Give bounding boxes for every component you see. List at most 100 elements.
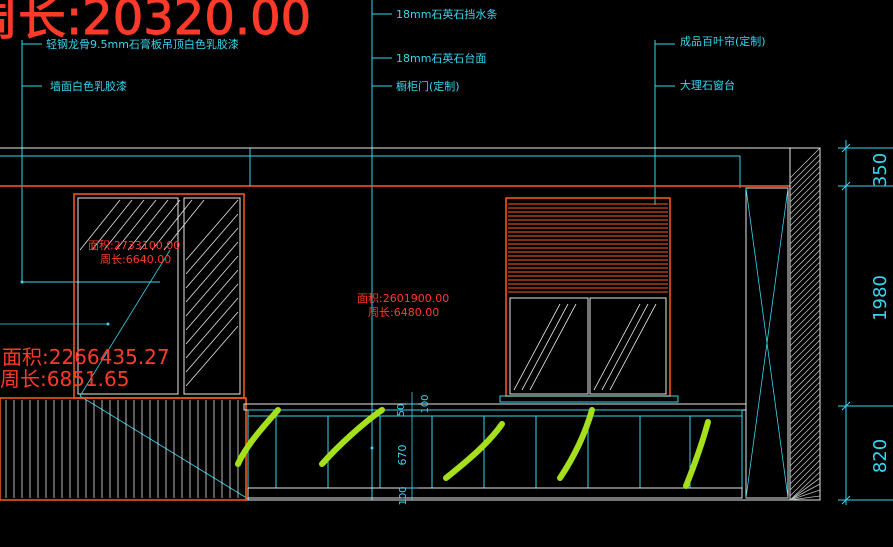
wall-hatch-line — [789, 195, 821, 227]
wall-hatch-line — [789, 441, 821, 473]
wall-hatch-line — [789, 375, 821, 407]
glass-door — [73, 193, 251, 501]
dim-350: 350 — [870, 153, 891, 187]
note-wall: 墙面白色乳胶漆 — [50, 79, 127, 93]
wall-hatch-line — [789, 387, 821, 419]
room-frame — [0, 147, 820, 501]
door-side-hatch — [185, 227, 239, 289]
wall-hatch-line — [789, 393, 821, 425]
window-with-blinds — [499, 197, 679, 403]
wall-hatch-line — [789, 447, 821, 479]
dim-counter-50: 50 — [396, 404, 407, 417]
dim-counter-100-bottom: 100 — [398, 486, 409, 505]
wall-hatch-line — [789, 423, 821, 455]
wall-hatch-line — [789, 159, 821, 191]
wall-hatch-line — [789, 177, 821, 209]
door-side-hatch — [185, 269, 239, 331]
wall-hatch-line — [789, 465, 821, 497]
dimension-lines-right — [838, 140, 893, 505]
wall-hatch-line — [789, 261, 821, 293]
door-side-hatch — [185, 213, 239, 275]
tall-cabinet — [745, 187, 789, 499]
wall-hatch-line — [789, 189, 821, 221]
wall-hatch-line — [789, 429, 821, 461]
wall-hatch-line — [789, 165, 821, 197]
wall-hatch-line — [789, 477, 821, 501]
wall-hatch-line — [789, 285, 821, 317]
wall-hatch-line — [789, 225, 821, 257]
door-area-label: 面积:2733100.00 — [88, 239, 180, 252]
wall-hatch-line — [789, 153, 821, 185]
door-glass-hatch — [103, 199, 145, 251]
dim-counter-100-top: 100 — [420, 394, 431, 413]
window-glass-hatch — [529, 303, 577, 391]
base-cabinets — [243, 403, 747, 499]
wall-hatch-line — [789, 237, 821, 269]
wall-hatch-line — [789, 357, 821, 389]
door-side-hatch — [185, 199, 239, 261]
window-glass-hatch — [513, 303, 561, 391]
leader-dots — [20, 280, 374, 450]
door-side-hatch — [185, 297, 239, 359]
window-glass-hatch — [601, 303, 649, 391]
wall-area-label: 面积:2601900.00 — [357, 292, 449, 305]
left-perimeter-label: 周长:6851.65 — [0, 367, 129, 391]
wall-hatch-line — [789, 147, 821, 179]
dim-1980: 1980 — [870, 275, 891, 321]
door-glass-hatch — [79, 199, 121, 251]
dim-820: 820 — [870, 439, 891, 473]
door-side-hatch — [185, 255, 239, 317]
wall-hatch-line — [789, 207, 821, 239]
note-backsplash: 18mm石英石挡水条 — [396, 7, 497, 21]
wall-perimeter-label: 周长:6480.00 — [368, 306, 439, 319]
wall-hatch-line — [789, 273, 821, 305]
wall-hatch-line — [789, 339, 821, 371]
wall-hatch-line — [789, 219, 821, 251]
wall-hatch-line — [789, 303, 821, 335]
door-side-hatch — [185, 283, 239, 345]
wall-hatch-line — [789, 309, 821, 341]
top-perimeter-text: 周长:20320.00 — [0, 0, 311, 46]
wall-hatch-line — [789, 315, 821, 347]
door-glass-hatch — [151, 199, 193, 251]
window-glass-hatch — [609, 303, 657, 391]
wall-hatch — [789, 147, 821, 501]
wall-hatch-line — [789, 381, 821, 413]
wall-hatch-line — [789, 453, 821, 485]
door-glass-hatch — [115, 199, 157, 251]
wall-hatch-line — [789, 267, 821, 299]
wall-hatch-line — [789, 345, 821, 377]
wall-hatch-line — [789, 483, 821, 501]
wall-hatch-line — [789, 363, 821, 395]
note-cabinet-door: 橱柜门(定制) — [396, 79, 460, 93]
note-countertop: 18mm石英石台面 — [396, 51, 486, 65]
wall-hatch-line — [789, 297, 821, 329]
door-side-hatch — [185, 311, 239, 373]
green-annotation-marks — [235, 407, 711, 489]
wall-hatch-line — [789, 435, 821, 467]
wall-hatch-line — [789, 495, 821, 501]
wall-hatch-line — [789, 459, 821, 491]
wall-hatch-line — [789, 171, 821, 203]
wall-hatch-line — [789, 183, 821, 215]
note-ceiling: 轻钢龙骨9.5mm石膏板吊顶白色乳胶漆 — [46, 37, 239, 51]
window-glass-hatch — [521, 303, 569, 391]
wall-hatch-line — [789, 231, 821, 263]
wall-hatch-line — [789, 333, 821, 365]
door-perimeter-label: 周长:6640.00 — [100, 253, 171, 266]
wall-hatch-line — [789, 327, 821, 359]
wall-hatch-line — [789, 399, 821, 431]
door-side-hatch — [185, 241, 239, 303]
wall-hatch-line — [789, 291, 821, 323]
wall-hatch-line — [789, 405, 821, 437]
wall-hatch-line — [789, 351, 821, 383]
door-glass-hatch — [163, 199, 205, 251]
wall-hatch-line — [789, 471, 821, 501]
wall-hatch-line — [789, 243, 821, 275]
wall-hatch-line — [789, 369, 821, 401]
wall-hatch-line — [789, 213, 821, 245]
note-sill: 大理石窗台 — [680, 78, 735, 92]
wall-hatch-line — [789, 279, 821, 311]
door-glass-hatch — [127, 199, 169, 251]
